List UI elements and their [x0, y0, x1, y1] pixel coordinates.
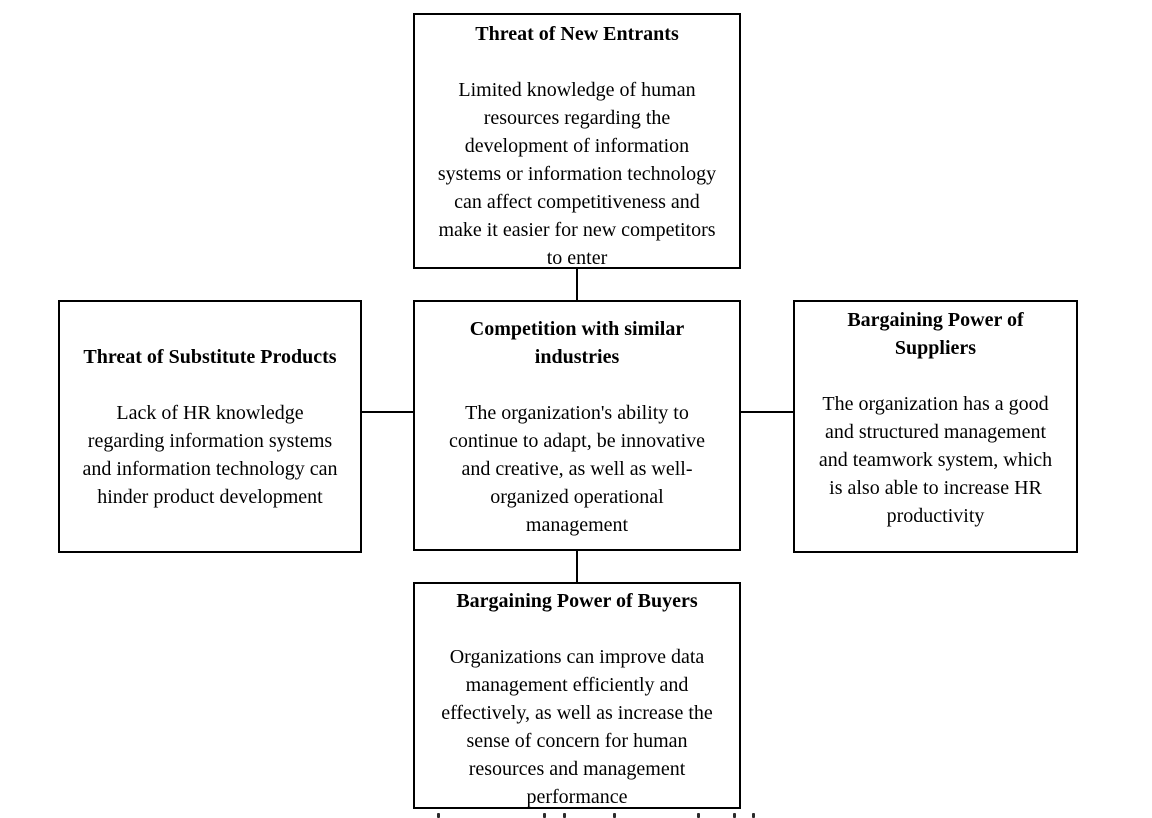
box-body: Limited knowledge of human resources reg…: [437, 79, 717, 269]
box-body: The organization's ability to continue t…: [448, 402, 706, 536]
box-title: Competition with similar industries: [469, 318, 685, 368]
box-threat-of-substitute-products: Threat of Substitute Products Lack of HR…: [58, 300, 362, 553]
box-title: Bargaining Power of Suppliers: [847, 309, 1024, 359]
connector-left-to-center: [361, 411, 414, 413]
box-competition-with-similar-industries: Competition with similar industries The …: [413, 300, 741, 551]
connector-center-to-right: [740, 411, 794, 413]
box-title: Bargaining Power of Buyers: [456, 590, 698, 612]
box-bargaining-power-of-buyers: Bargaining Power of Buyers Organizations…: [413, 582, 741, 809]
box-threat-of-new-entrants: Threat of New Entrants Limited knowledge…: [413, 13, 741, 269]
box-body: The organization has a good and structur…: [818, 393, 1053, 527]
box-bargaining-power-of-suppliers: Bargaining Power of Suppliers The organi…: [793, 300, 1078, 553]
box-title: Threat of Substitute Products: [83, 346, 337, 368]
connector-center-to-bottom: [576, 550, 578, 583]
connector-top-to-center: [576, 268, 578, 301]
cutoff-caption-fragment: [0, 812, 1152, 818]
box-title: Threat of New Entrants: [475, 23, 679, 45]
box-body: Organizations can improve data managemen…: [441, 646, 713, 808]
box-body: Lack of HR knowledge regarding informati…: [82, 402, 338, 508]
